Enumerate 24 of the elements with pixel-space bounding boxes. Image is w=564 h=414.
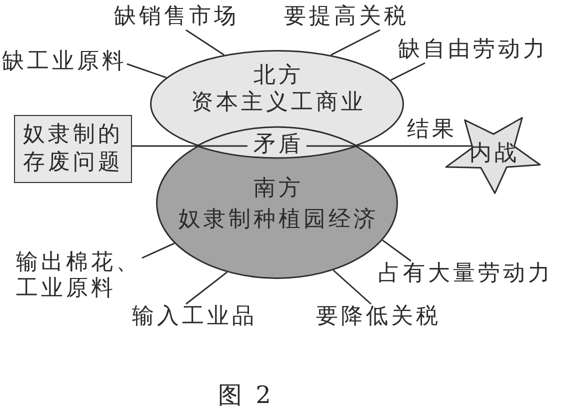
leader-label: 缺自由劳动力 — [398, 37, 548, 63]
lens-label: 矛盾 — [252, 132, 304, 158]
region-label: 奴隶制种植园经济 — [178, 207, 378, 233]
star-label: 内战 — [468, 141, 520, 167]
leader-line — [330, 29, 380, 56]
region-heading: 南方 — [252, 176, 304, 202]
leader-label: 输出棉花、工业原料 — [16, 250, 142, 302]
leader-label: 缺销售市场 — [114, 4, 239, 30]
leader-line — [382, 240, 412, 262]
leader-line — [142, 242, 175, 259]
leader-line — [186, 272, 228, 305]
leader-line — [186, 29, 224, 56]
leader-label: 要降低关税 — [316, 304, 441, 330]
leader-line — [126, 63, 166, 78]
leader-label: 输入工业品 — [132, 304, 257, 330]
figure-caption: 图 2 — [218, 381, 274, 409]
leader-line — [390, 62, 426, 81]
leader-label: 缺工业原料 — [2, 49, 127, 75]
leader-label: 占有大量劳动力 — [378, 261, 553, 287]
region-label: 资本主义工商业 — [190, 90, 366, 116]
leader-line — [332, 270, 372, 305]
topic-box: 奴隶制的存废问题 — [14, 115, 132, 183]
leader-label: 要提高关税 — [284, 4, 409, 30]
region-heading: 北方 — [252, 63, 304, 89]
